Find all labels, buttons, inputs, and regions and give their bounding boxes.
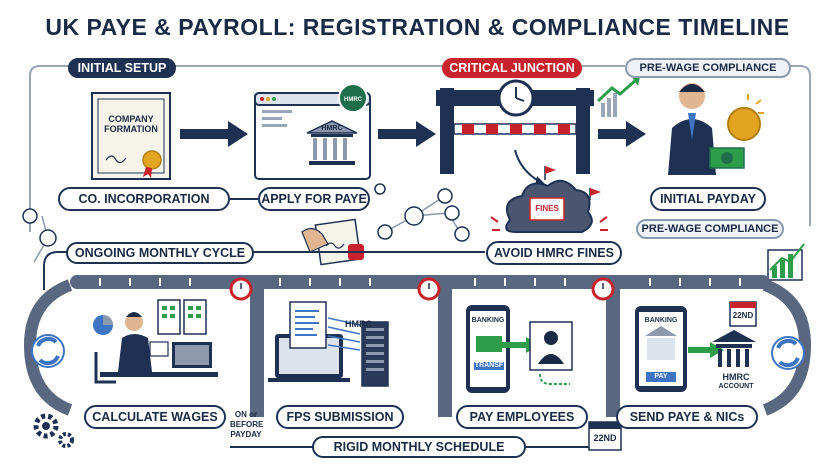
top-frame-left	[29, 65, 70, 232]
step-pay-employees: PAY EMPLOYEES	[456, 405, 588, 429]
hmrc-account-line-1: HMRC	[722, 372, 750, 382]
fines-label: FINES	[535, 204, 559, 213]
step-apply-paye: APPLY FOR PAYE	[258, 187, 370, 211]
barrier-gate-icon	[436, 79, 594, 174]
rigid-monthly-schedule: RIGID MONTHLY SCHEDULE	[312, 436, 526, 458]
signing-document-icon	[301, 218, 364, 266]
growth-chart-icon	[596, 77, 640, 117]
hmrc-badge-label: HMRC	[344, 97, 362, 103]
on-or-before-line-2: BEFORE	[230, 420, 264, 429]
step-send-paye: SEND PAYE & NICs	[616, 405, 758, 429]
track-ticks	[99, 278, 741, 286]
section-pre-wage-bottom: PRE-WAGE COMPLIANCE	[636, 219, 784, 239]
cycle-arrows-icon	[31, 334, 65, 368]
send-paye-illustration	[635, 301, 757, 392]
step-incorporation: CO. INCORPORATION	[58, 187, 230, 211]
browser-window-icon	[254, 92, 371, 180]
step-fps-submission: FPS SUBMISSION	[276, 405, 404, 429]
calculate-wages-illustration	[93, 299, 218, 384]
step-initial-payday: INITIAL PAYDAY	[650, 187, 766, 211]
on-or-before-line-1: ON or	[234, 410, 258, 419]
alarm-clock-icon	[229, 277, 253, 301]
on-or-before-payday: ON or BEFORE PAYDAY	[230, 410, 264, 440]
hmrc-screen-label: HMRC	[321, 125, 343, 132]
step-avoid-fines: AVOID HMRC FINES	[486, 241, 622, 265]
section-initial-setup: INITIAL SETUP	[68, 58, 176, 78]
top-frame-right	[790, 65, 811, 226]
hmrc-account-label: HMRC ACCOUNT	[712, 372, 760, 392]
panel-divider-1	[250, 289, 264, 417]
banking-label-2: BANKING	[644, 317, 678, 324]
certificate-line-2: FORMATION	[104, 124, 158, 134]
gear-icon	[33, 413, 74, 448]
certificate-line-1: COMPANY	[108, 114, 154, 124]
fps-hmrc-label: HMRC	[345, 319, 372, 329]
bar-chart-icon	[767, 243, 805, 281]
cycle-connector	[43, 251, 155, 290]
junction-to-fines-connector	[514, 149, 541, 183]
pay-label: PAY	[654, 373, 668, 380]
ongoing-monthly-cycle: ONGOING MONTHLY CYCLE	[66, 242, 254, 264]
panel-divider-2	[438, 289, 452, 417]
network-nodes-icon	[22, 183, 470, 263]
arrow-icon	[598, 121, 646, 147]
panel-divider-3	[606, 289, 620, 417]
hmrc-account-line-2: ACCOUNT	[718, 383, 754, 390]
step-calculate-wages: CALCULATE WAGES	[84, 405, 226, 429]
calendar-day-bottom-label: 22ND	[593, 433, 617, 443]
on-or-before-line-3: PAYDAY	[230, 430, 262, 439]
section-critical-junction: CRITICAL JUNCTION	[442, 58, 582, 78]
cycle-track-left	[23, 279, 73, 416]
section-pre-wage-top: PRE-WAGE COMPLIANCE	[625, 58, 791, 78]
alarm-clock-icon	[417, 277, 441, 301]
hmrc-badge-icon	[338, 83, 368, 113]
certificate-icon	[91, 92, 171, 180]
calendar-day-label: 22ND	[732, 311, 754, 320]
banking-label-1: BANKING	[471, 317, 505, 324]
calendar-icon	[588, 421, 622, 451]
transf-label: TRANSF	[474, 362, 504, 369]
fps-submission-illustration	[268, 301, 389, 387]
page-title: UK PAYE & PAYROLL: REGISTRATION & COMPLI…	[45, 14, 790, 40]
cycle-track-right	[762, 279, 812, 416]
arrow-icon	[180, 121, 248, 147]
cycle-arrows-icon	[771, 336, 805, 370]
businessman-icon	[668, 83, 764, 175]
pay-employees-illustration	[466, 305, 573, 393]
alarm-clock-icon	[591, 277, 615, 301]
certificate-text: COMPANY FORMATION	[98, 114, 164, 134]
arrow-icon	[378, 121, 436, 147]
fines-cloud-icon	[490, 166, 608, 233]
